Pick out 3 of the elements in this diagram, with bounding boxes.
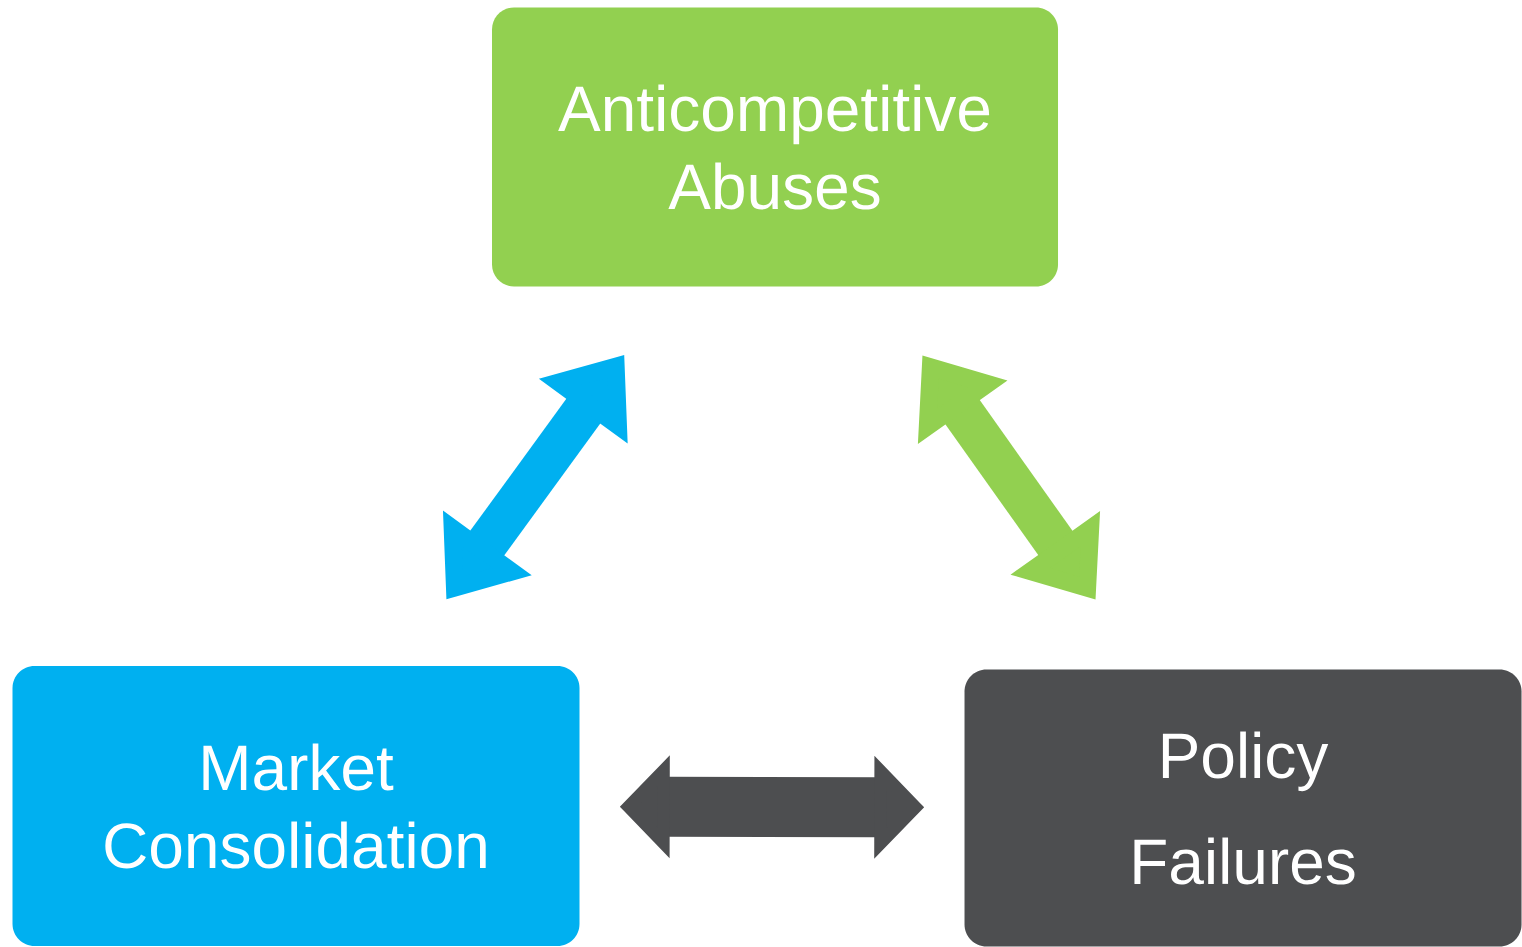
process-box: Policy Failures — [964, 669, 1522, 947]
process-box: Market Consolidation — [12, 666, 580, 946]
process-box: Anticompetitive Abuses — [492, 7, 1058, 287]
